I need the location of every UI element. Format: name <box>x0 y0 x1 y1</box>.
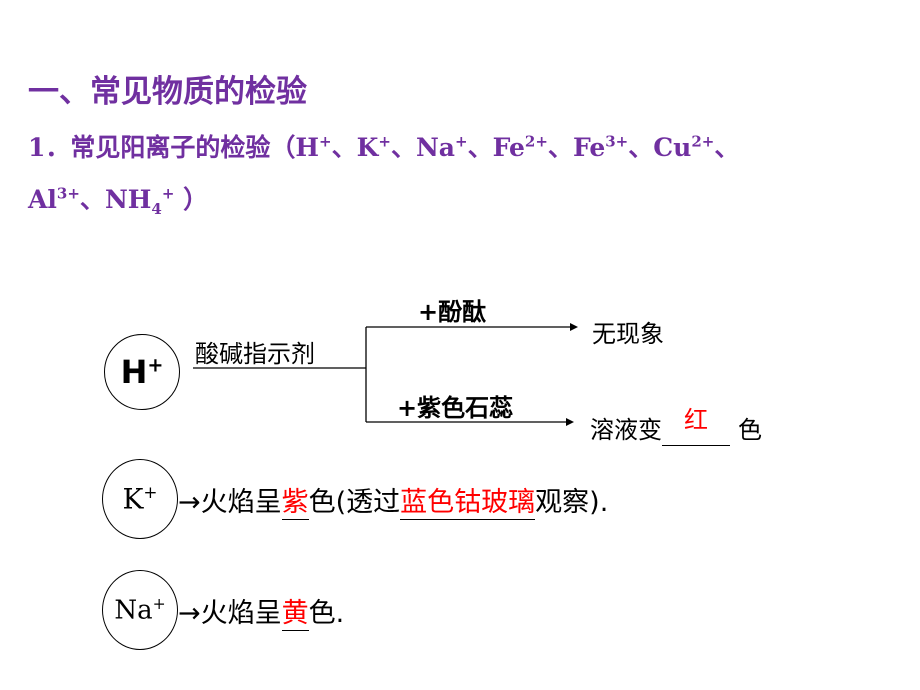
separator: 、 <box>628 133 654 162</box>
ion-nh4: NH <box>104 185 152 214</box>
subtitle-line-2: Al3+、NH4+ ） <box>28 180 208 218</box>
arrow-icon: → <box>178 598 201 629</box>
branch1-label: +酚酞 <box>418 298 487 326</box>
ion: Cu <box>653 133 692 162</box>
separator: 、 <box>79 185 105 214</box>
slide-title: 一、常见物质的检验 <box>28 74 307 110</box>
branch2-label: +紫色石蕊 <box>397 394 514 422</box>
h-ion-circle: H+ <box>104 334 180 410</box>
separator: 、 <box>714 133 740 162</box>
answer-red: 黄 <box>281 591 309 631</box>
text: 观察). <box>535 487 609 518</box>
ion-subscript: 4 <box>151 200 162 218</box>
result-suffix: 色 <box>738 416 762 444</box>
separator: 、 <box>547 133 573 162</box>
ion: K <box>356 133 379 162</box>
separator: 、 <box>390 133 416 162</box>
text: 色. <box>308 598 345 629</box>
subtitle-line-1: 1．常见阳离子的检验（H+、K+、Na+、Fe2+、Fe3+、Cu2+、 <box>28 128 739 164</box>
text: 火焰呈 <box>200 598 282 629</box>
na-test-text: →火焰呈黄色. <box>178 591 344 631</box>
text: 色(透过 <box>308 487 401 518</box>
subtitle-suffix: ） <box>174 185 209 214</box>
h-ion-label: H+ <box>120 353 164 391</box>
separator: 、 <box>331 133 357 162</box>
subtitle-prefix: 1．常见阳离子的检验（ <box>28 133 296 162</box>
k-test-text: →火焰呈紫色(透过蓝色钴玻璃观察). <box>178 480 608 520</box>
k-ion-circle: K+ <box>102 459 178 539</box>
ion-list: H+、K+、Na+、Fe2+、Fe3+、Cu2+、 <box>295 133 739 162</box>
answer-red: 紫 <box>281 480 309 520</box>
answer-blank: 红 <box>662 406 730 446</box>
text: 火焰呈 <box>200 487 282 518</box>
result-prefix: 溶液变 <box>590 416 662 444</box>
ion-charge: + <box>455 132 468 151</box>
ion: Fe <box>492 133 525 162</box>
ion: Na <box>415 133 456 162</box>
ion-charge: 2+ <box>691 132 715 151</box>
answer-red: 红 <box>684 406 708 434</box>
arrow-head-icon <box>566 418 574 426</box>
arrow-icon: → <box>178 487 201 518</box>
k-ion-label: K+ <box>122 482 158 516</box>
ion-charge: + <box>319 132 332 151</box>
ion: Fe <box>572 133 606 162</box>
ion-al: Al <box>28 185 57 214</box>
arrow-head-icon <box>570 323 578 331</box>
separator: 、 <box>467 133 493 162</box>
branch1-result: 无现象 <box>592 320 664 348</box>
ion-charge: + <box>378 132 391 151</box>
na-ion-circle: Na+ <box>102 570 178 650</box>
ion-charge: + <box>161 184 175 203</box>
reagent-label: 酸碱指示剂 <box>195 340 315 368</box>
na-ion-label: Na+ <box>114 594 166 626</box>
answer-red: 蓝色钴玻璃 <box>400 480 536 520</box>
branch2-result: 溶液变红 色 <box>590 406 762 446</box>
ion-charge: 3+ <box>605 132 629 151</box>
ion-charge: 2+ <box>524 132 548 151</box>
ion-charge: 3+ <box>56 184 80 203</box>
ion: H <box>295 133 320 162</box>
